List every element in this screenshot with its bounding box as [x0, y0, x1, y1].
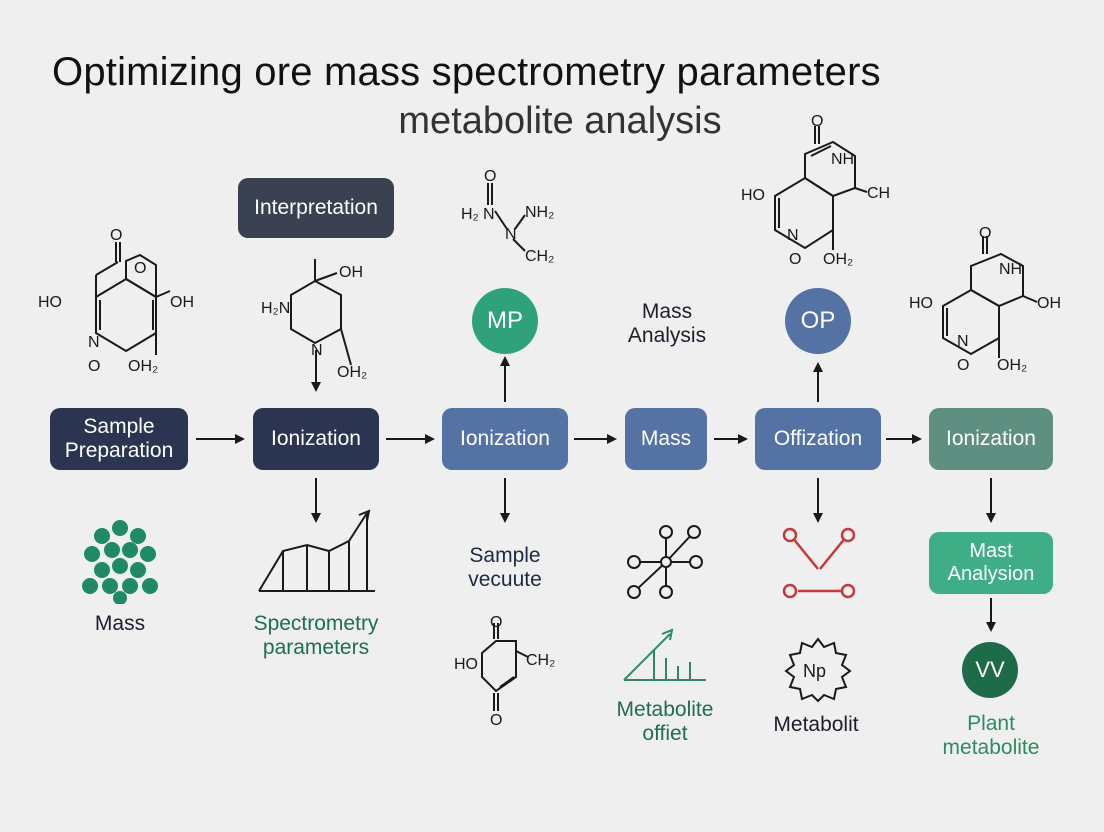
network-icon: [627, 525, 703, 599]
molecule-structure-3: O H₂ N NH₂ N CH₂: [461, 168, 554, 265]
mp-circle-label: MP: [487, 307, 523, 334]
plant-metabolite-label: Plant metabolite: [942, 712, 1040, 759]
chem-o-bottom: O: [957, 357, 969, 374]
sample-preparation-box[interactable]: Sample Preparation: [50, 408, 188, 470]
mast-analysion-label: Mast Analysion: [947, 540, 1035, 585]
ionization-box-2[interactable]: Ionization: [442, 408, 568, 470]
chem-n: N: [88, 334, 100, 351]
sample-vecuute-label: Sample vecuute: [468, 544, 542, 591]
chem-h2n: H₂N: [261, 300, 290, 317]
chem-o-bottom: O: [490, 712, 502, 729]
chem-oh: OH: [170, 294, 194, 311]
mass-box-label: Mass: [640, 427, 692, 450]
vv-circle[interactable]: VV: [962, 642, 1018, 698]
chem-o-top: O: [110, 227, 122, 244]
molecule-structure-4: O NH HO CH N O OH₂: [741, 113, 890, 268]
chem-ch2: CH₂: [526, 652, 555, 669]
chem-ch: CH: [867, 185, 890, 202]
molecule-structure-2: OH H₂N N OH₂: [261, 259, 367, 381]
ionization-box-3[interactable]: Ionization: [929, 408, 1053, 470]
molecule-cluster-icon: [82, 520, 158, 604]
chem-ho: HO: [454, 656, 478, 673]
molecule-structure-1: O HO OH O N O OH₂: [38, 227, 194, 375]
ionization-label-1: Ionization: [271, 427, 361, 450]
mass-analysis-label: Mass Analysis: [627, 300, 707, 347]
spectrometry-chart-icon: [258, 509, 375, 592]
sample-preparation-label: Sample Preparation: [64, 415, 174, 462]
page-subtitle: metabolite analysis: [398, 100, 722, 142]
chem-n2: N: [505, 226, 517, 243]
metabolit-label: Metabolit: [773, 713, 859, 736]
mass-box[interactable]: Mass: [625, 408, 707, 470]
np-label: Np: [803, 661, 826, 681]
chem-n: N: [483, 206, 495, 223]
chem-o-bottom: O: [88, 358, 100, 375]
chem-ho: HO: [38, 294, 62, 311]
np-seal-icon: Np: [784, 637, 852, 703]
ionization-box-1[interactable]: Ionization: [253, 408, 379, 470]
chem-n: N: [957, 333, 969, 350]
chem-ch2: CH₂: [525, 248, 554, 265]
vv-circle-label: VV: [975, 657, 1005, 682]
chem-n: N: [311, 342, 323, 359]
chem-ho: HO: [741, 187, 765, 204]
page-title: Optimizing ore mass spectrometry paramet…: [52, 50, 881, 94]
offization-label: Offization: [773, 427, 863, 450]
metabolite-spectrum-icon: [623, 628, 706, 681]
chem-oh2: OH₂: [128, 358, 158, 375]
chem-ho: HO: [909, 295, 933, 312]
op-circle[interactable]: OP: [785, 288, 851, 354]
spectrometry-parameters-label: Spectrometry parameters: [253, 612, 379, 659]
chem-o-bottom: O: [789, 251, 801, 268]
op-circle-label: OP: [800, 307, 836, 334]
molecule-structure-5: O NH HO OH N O OH₂: [909, 225, 1061, 374]
ionization-label-3: Ionization: [946, 427, 1036, 450]
mass-bottom-label: Mass: [94, 612, 146, 635]
chem-o: O: [490, 615, 502, 631]
chem-n: N: [787, 227, 799, 244]
metabolite-offiet-label: Metabolite offiet: [616, 698, 714, 745]
chem-o: O: [979, 225, 991, 242]
interpretation-box[interactable]: Interpretation: [238, 178, 394, 238]
mp-circle[interactable]: MP: [472, 288, 538, 354]
red-pathway-icon: [782, 527, 856, 599]
chem-nh: NH: [999, 261, 1022, 278]
chem-oh2: OH₂: [997, 357, 1027, 374]
interpretation-label: Interpretation: [254, 196, 378, 219]
chem-h2: H₂: [461, 206, 479, 223]
mast-analysion-box[interactable]: Mast Analysion: [929, 532, 1053, 594]
ionization-label-2: Ionization: [460, 427, 550, 450]
chem-oh2: OH₂: [823, 251, 853, 268]
chem-o-ring: O: [134, 260, 146, 277]
chem-oh: OH: [1037, 295, 1061, 312]
chem-oh2: OH₂: [337, 364, 367, 381]
chem-oh: OH: [339, 264, 363, 281]
chem-nh2: NH₂: [525, 204, 554, 221]
chem-nh: NH: [831, 151, 854, 168]
molecule-structure-6: O HO CH₂ O: [454, 615, 555, 729]
offization-box[interactable]: Offization: [755, 408, 881, 470]
chem-o: O: [484, 168, 496, 185]
chem-o: O: [811, 113, 823, 130]
